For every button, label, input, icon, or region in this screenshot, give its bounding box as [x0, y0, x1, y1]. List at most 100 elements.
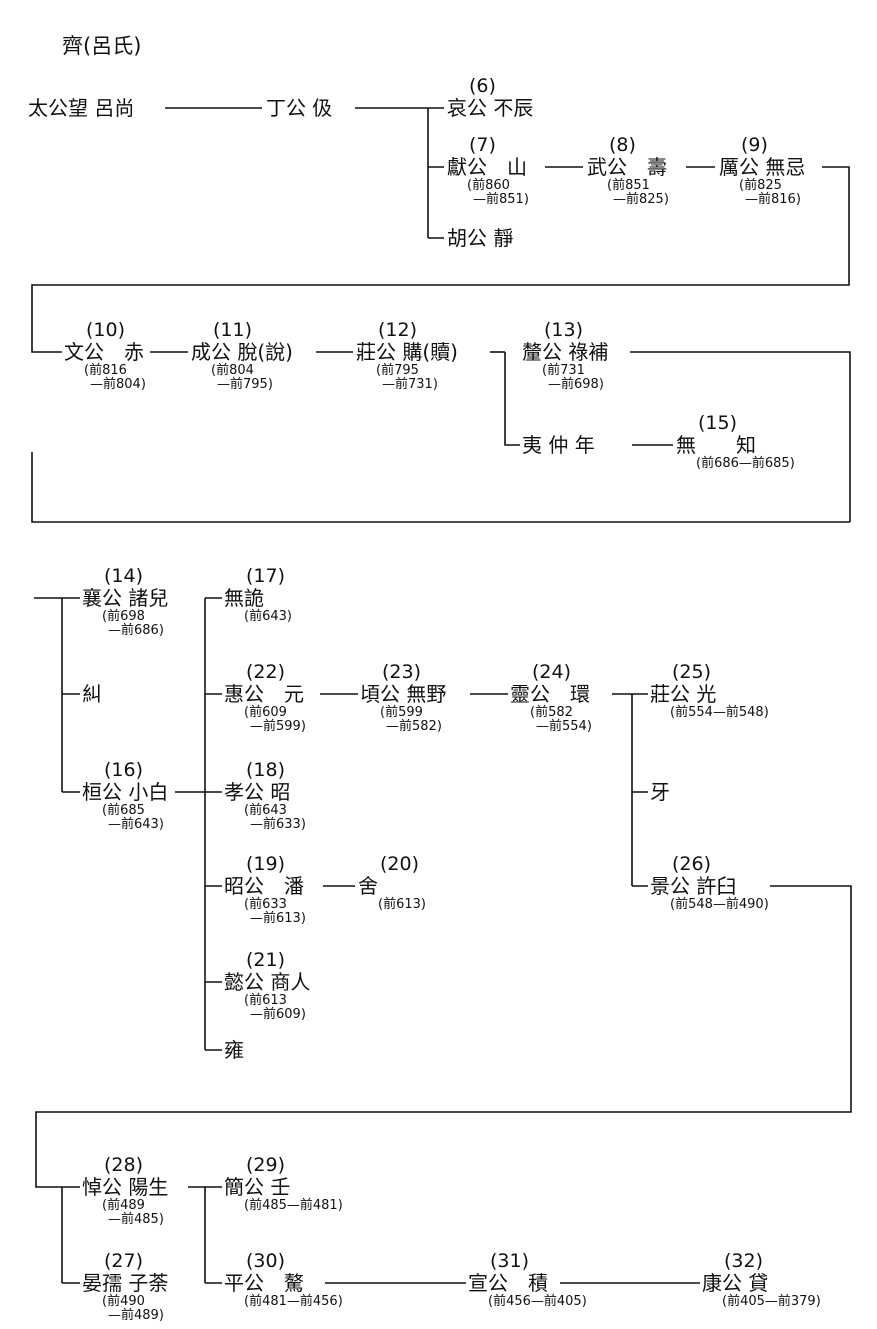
ruler-node: (11)成公 脫(說)(前804—前795)	[191, 320, 293, 392]
reign-end: —前554)	[536, 719, 592, 734]
ruler-number: (30)	[246, 1250, 286, 1272]
ruler-node: (15)無 知(前686—前685)	[676, 413, 795, 471]
reign-start: (前485—前481)	[244, 1198, 343, 1213]
reign-start: (前685	[102, 803, 145, 818]
ruler-name: 獻公 山	[447, 155, 527, 179]
ruler-node: (21)懿公 商人(前613—前609)	[224, 950, 310, 1022]
ruler-node: (27)晏孺 子荼(前490—前489)	[82, 1251, 168, 1323]
ruler-number: (7)	[469, 134, 496, 156]
ruler-name: 簡公 壬	[224, 1175, 291, 1199]
ruler-number: (26)	[672, 853, 712, 875]
ruler-name: 孝公 昭	[224, 780, 291, 804]
ruler-node: (18)孝公 昭(前643—前633)	[224, 760, 306, 832]
reign-start: (前816	[84, 363, 127, 378]
ruler-node: (9)厲公 無忌(前825—前816)	[719, 135, 805, 207]
reign-start: (前613)	[378, 897, 426, 912]
reign-period: (前643—前633)	[244, 804, 306, 832]
ruler-number: (6)	[469, 75, 496, 97]
ruler-number: (29)	[246, 1154, 286, 1176]
ruler-number: (31)	[490, 1250, 530, 1272]
reign-period: (前485—前481)	[244, 1199, 343, 1213]
ruler-name: 胡公 靜	[447, 226, 514, 250]
reign-period: (前731—前698)	[542, 364, 608, 392]
reign-period: (前599—前582)	[380, 706, 446, 734]
ruler-node: (7)獻公 山(前860—前851)	[447, 135, 529, 207]
ruler-name: 莊公 購(贖)	[356, 340, 458, 364]
ruler-node: (26)景公 許臼(前548—前490)	[650, 854, 769, 912]
reign-period: (前582—前554)	[530, 706, 592, 734]
reign-start: (前405—前379)	[722, 1294, 821, 1309]
ruler-node: (31)宣公 積(前456—前405)	[468, 1251, 587, 1309]
ruler-name: 文公 赤	[64, 340, 144, 364]
ruler-number: (25)	[672, 661, 712, 683]
reign-end: —前698)	[548, 377, 604, 392]
ruler-node: (8)武公 壽(前851—前825)	[587, 135, 669, 207]
ruler-name: 惠公 元	[224, 682, 304, 706]
ruler-node: 太公望 呂尚	[28, 76, 134, 120]
reign-end: —前731)	[382, 377, 438, 392]
reign-period: (前613—前609)	[244, 994, 310, 1022]
reign-end: —前643)	[108, 817, 164, 832]
ruler-name: 牙	[650, 780, 670, 804]
reign-start: (前633	[244, 897, 287, 912]
ruler-name: 頃公 無野	[360, 682, 447, 706]
ruler-number: (27)	[104, 1250, 144, 1272]
reign-period: (前851—前825)	[607, 179, 669, 207]
ruler-name: 厲公 無忌	[719, 155, 806, 179]
ruler-number	[288, 76, 332, 96]
ruler-number: (22)	[246, 661, 286, 683]
ruler-node: (20)舍(前613)	[358, 854, 426, 912]
ruler-number: (14)	[104, 565, 144, 587]
reign-end: —前686)	[108, 623, 164, 638]
ruler-name: 雍	[224, 1038, 244, 1062]
reign-start: (前860	[467, 178, 510, 193]
ruler-number: (8)	[609, 134, 636, 156]
reign-period: (前686—前685)	[696, 457, 795, 471]
reign-start: (前686—前685)	[696, 456, 795, 471]
ruler-node: (6)哀公 不辰	[447, 76, 533, 120]
ruler-name: 無詭	[224, 586, 264, 610]
ruler-name: 昭公 潘	[224, 874, 304, 898]
reign-start: (前599	[380, 705, 423, 720]
ruler-number	[104, 662, 110, 682]
reign-period: (前609—前599)	[244, 706, 306, 734]
ruler-node: (16)桓公 小白(前685—前643)	[82, 760, 168, 832]
reign-start: (前731	[542, 363, 585, 378]
ruler-number: (17)	[246, 565, 286, 587]
ruler-number	[50, 76, 134, 96]
reign-period: (前490—前489)	[102, 1295, 168, 1323]
ruler-number: (20)	[380, 853, 420, 875]
reign-start: (前582	[530, 705, 573, 720]
ruler-number	[246, 1018, 252, 1038]
ruler-name: 懿公 商人	[224, 970, 311, 994]
ruler-name: 釐公 祿補	[522, 340, 609, 364]
reign-period: (前825—前816)	[739, 179, 805, 207]
ruler-name: 悼公 陽生	[82, 1175, 169, 1199]
reign-period: (前489—前485)	[102, 1199, 168, 1227]
ruler-node: (29)簡公 壬(前485—前481)	[224, 1155, 343, 1213]
ruler-number: (18)	[246, 759, 286, 781]
ruler-number: (12)	[378, 319, 418, 341]
ruler-name: 晏孺 子荼	[82, 1271, 169, 1295]
reign-period: (前804—前795)	[211, 364, 293, 392]
ruler-node: (17)無詭(前643)	[224, 566, 292, 624]
ruler-node: (25)莊公 光(前554—前548)	[650, 662, 769, 720]
reign-end: —前582)	[386, 719, 442, 734]
reign-period: (前643)	[244, 610, 292, 624]
reign-end: —前609)	[250, 1007, 306, 1022]
ruler-name: 莊公 光	[650, 682, 717, 706]
reign-start: (前490	[102, 1294, 145, 1309]
reign-period: (前456—前405)	[488, 1295, 587, 1309]
ruler-name: 平公 驁	[224, 1271, 304, 1295]
ruler-number: (16)	[104, 759, 144, 781]
ruler-node: (10)文公 赤(前816—前804)	[64, 320, 146, 392]
ruler-number: (13)	[544, 319, 584, 341]
reign-start: (前481—前456)	[244, 1294, 343, 1309]
ruler-number	[544, 413, 595, 433]
ruler-node: (28)悼公 陽生(前489—前485)	[82, 1155, 168, 1227]
ruler-number: (32)	[724, 1250, 764, 1272]
ruler-name: 襄公 諸兒	[82, 586, 169, 610]
reign-start: (前643	[244, 803, 287, 818]
ruler-name: 哀公 不辰	[447, 96, 534, 120]
